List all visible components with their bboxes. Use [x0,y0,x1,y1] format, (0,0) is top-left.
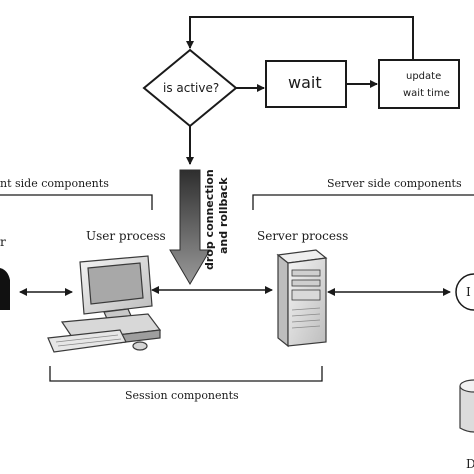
server-side-label: Server side components [327,177,462,190]
decision-label: is active? [163,81,220,95]
client-side-label: nt side components [0,177,109,190]
session-bracket [49,366,323,382]
database-cylinder-icon [459,379,474,433]
db-fragment-label: D [466,457,474,471]
drop-connection-label-line2: and rollback [217,177,230,254]
session-label: Session components [125,389,239,402]
desktop-computer-icon [47,255,162,353]
update-label-line1: update [406,71,442,82]
wait-box [265,60,347,108]
client-side-bracket [0,194,153,210]
user-process-label: User process [86,229,166,243]
server-side-bracket [252,194,474,210]
wait-label: wait [288,73,322,92]
server-tower-icon [276,249,328,348]
drop-connection-label-line1: drop connection [203,169,216,270]
server-process-label: Server process [257,229,349,243]
drop-connection-arrow [169,169,211,285]
circle-fragment-label: I [466,285,471,299]
user-fragment-label: r [0,235,6,249]
process-circle-node [455,273,474,311]
update-box [378,59,460,109]
user-silhouette-icon [0,268,10,310]
update-label-line2: wait time [403,88,450,99]
loop-arrow [186,16,414,60]
